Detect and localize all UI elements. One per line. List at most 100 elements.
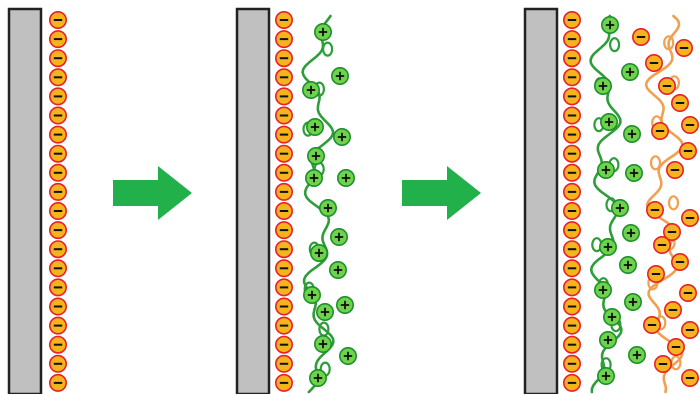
negative-ion (562, 163, 581, 182)
positive-ion (315, 302, 334, 321)
negative-ion (48, 240, 67, 259)
negative-ion (670, 253, 689, 272)
positive-ion (304, 169, 323, 188)
negative-ion (48, 259, 67, 278)
positive-ion (598, 238, 617, 257)
positive-ion (623, 292, 642, 311)
positive-ion (598, 330, 617, 349)
negative-ion (274, 163, 293, 182)
negative-ion (653, 354, 672, 373)
negative-ion (48, 49, 67, 68)
negative-ion (562, 240, 581, 259)
negative-ion (48, 106, 67, 125)
negative-ion (562, 335, 581, 354)
negative-ion (665, 161, 684, 180)
negative-ion (274, 182, 293, 201)
negative-ion (48, 30, 67, 49)
positive-ion (602, 307, 621, 326)
positive-ion (622, 125, 641, 144)
negative-ion (48, 202, 67, 221)
negative-ion (678, 142, 697, 161)
negative-ion (680, 209, 699, 228)
negative-ion (48, 144, 67, 163)
negative-ion (644, 53, 663, 72)
negative-charge-layer (274, 11, 293, 392)
negative-ion (680, 320, 699, 339)
negative-ion (562, 373, 581, 392)
positive-ion (596, 366, 615, 385)
positive-ion (600, 15, 619, 34)
negative-ion (48, 87, 67, 106)
negative-ion (48, 68, 67, 87)
negative-ion (662, 223, 681, 242)
positive-ion (318, 199, 337, 218)
substrate-with-negative-layer (7, 7, 67, 394)
positive-ion (332, 128, 351, 147)
negative-ion (642, 315, 661, 334)
after-polycation-adsorption (235, 7, 357, 394)
negative-ion (562, 182, 581, 201)
arrow-stage-1-to-2 (113, 166, 192, 220)
negative-ion (274, 106, 293, 125)
negative-charge-layer (562, 11, 581, 392)
negative-ion (274, 144, 293, 163)
positive-ion (301, 81, 320, 100)
positive-ion (593, 77, 612, 96)
after-polyanion-adsorption (523, 7, 699, 394)
positive-ion (599, 113, 618, 132)
positive-ion (313, 334, 332, 353)
negative-ion (274, 335, 293, 354)
negative-ion (274, 49, 293, 68)
negative-ion (562, 68, 581, 87)
positive-ion (306, 147, 325, 166)
substrate-plate (235, 7, 271, 394)
negative-ion (48, 163, 67, 182)
positive-ion (328, 260, 347, 279)
negative-ion (562, 125, 581, 144)
negative-ion (274, 68, 293, 87)
negative-ion-layer-outer (631, 27, 699, 387)
positive-ion-layer (593, 15, 646, 385)
negative-ion (48, 221, 67, 240)
negative-ion (562, 11, 581, 29)
negative-ion (562, 30, 581, 49)
negative-ion (48, 373, 67, 392)
positive-ion (336, 169, 355, 188)
polycation-chain (301, 14, 335, 394)
arrow-stage-2-to-3 (402, 166, 481, 220)
positive-ion-layer (301, 22, 357, 387)
negative-ion (562, 49, 581, 68)
negative-ion (670, 94, 689, 113)
positive-ion (621, 224, 640, 243)
positive-ion (305, 118, 324, 137)
positive-ion (330, 67, 349, 86)
negative-ion (48, 11, 67, 29)
negative-ion (274, 297, 293, 316)
negative-charge-layer (48, 11, 67, 392)
positive-ion (618, 255, 637, 274)
negative-ion (274, 11, 293, 29)
negative-ion (274, 87, 293, 106)
negative-ion (274, 30, 293, 49)
negative-ion (678, 283, 697, 302)
negative-ion (562, 221, 581, 240)
negative-ion (666, 337, 685, 356)
negative-ion (631, 27, 650, 46)
negative-ion (650, 122, 669, 141)
negative-ion (562, 354, 581, 373)
negative-ion (274, 125, 293, 144)
negative-ion (48, 278, 67, 297)
negative-ion (646, 264, 665, 283)
negative-ion (680, 116, 699, 135)
negative-ion (48, 182, 67, 201)
negative-ion (48, 316, 67, 335)
negative-ion (562, 297, 581, 316)
negative-ion (48, 125, 67, 144)
negative-ion (274, 259, 293, 278)
negative-ion (562, 87, 581, 106)
negative-ion (680, 368, 699, 387)
negative-ion (674, 38, 693, 57)
negative-ion (274, 221, 293, 240)
positive-ion (610, 199, 629, 218)
